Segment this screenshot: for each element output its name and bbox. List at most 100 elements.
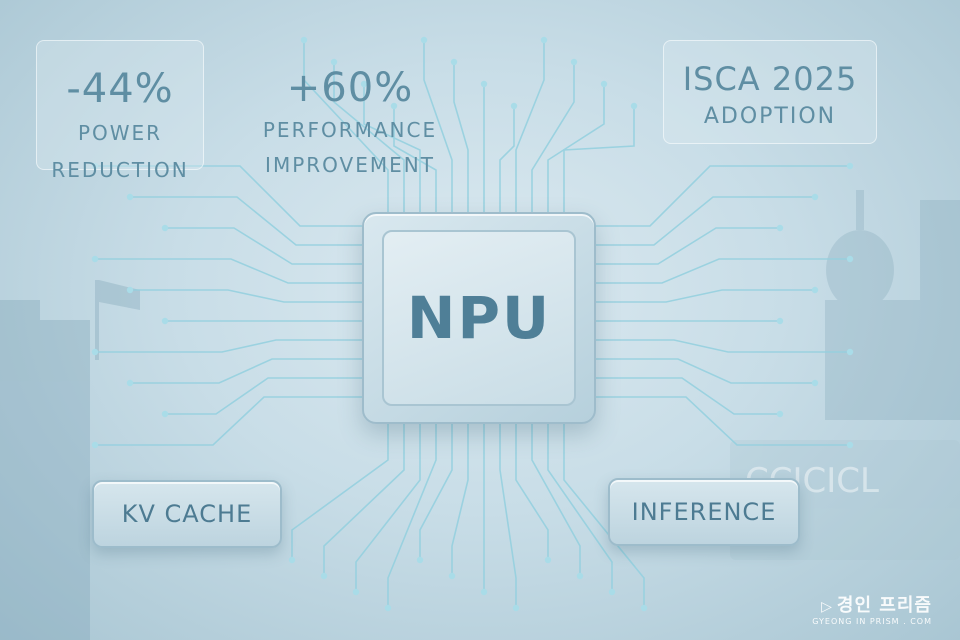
watermark-subtitle: GYEONG IN PRISM . COM: [812, 617, 932, 626]
circuit-node: [846, 162, 854, 170]
circuit-node: [846, 348, 854, 356]
circuit-trace: [547, 420, 613, 592]
circuit-trace: [515, 420, 549, 560]
circuit-node: [320, 572, 328, 580]
circuit-node: [544, 556, 552, 564]
background-buildings-left: [0, 280, 140, 640]
circuit-trace: [323, 420, 405, 576]
circuit-node: [91, 162, 99, 170]
circuit-trace: [515, 40, 545, 212]
circuit-trace: [592, 227, 780, 265]
circuit-traces: [95, 40, 850, 608]
circuit-trace: [95, 396, 362, 446]
npu-chip-die: NPU: [382, 230, 576, 406]
npu-chip-label: NPU: [406, 284, 552, 352]
circuit-node: [576, 572, 584, 580]
circuit-trace: [363, 84, 421, 212]
circuit-node: [450, 58, 458, 66]
circuit-trace: [547, 84, 605, 212]
circuit-trace: [592, 377, 780, 415]
circuit-trace: [592, 196, 815, 246]
circuit-trace: [419, 420, 453, 560]
circuit-trace: [499, 420, 517, 608]
circuit-node: [126, 379, 134, 387]
stat-label-performance-line2: IMPROVEMENT: [265, 153, 435, 177]
circuit-trace: [130, 196, 362, 246]
circuit-node: [288, 556, 296, 564]
circuit-node: [352, 588, 360, 596]
stat-value-power: -44%: [66, 66, 174, 112]
watermark-title-text: 경인 프리즘: [836, 595, 932, 616]
circuit-node: [91, 441, 99, 449]
circuit-node: [776, 317, 784, 325]
circuit-node: [384, 604, 392, 612]
circuit-node: [630, 102, 638, 110]
circuit-trace: [563, 420, 645, 608]
watermark-title: ▷경인 프리즘: [812, 591, 932, 617]
circuit-trace: [95, 339, 362, 353]
stat-label-isca: ADOPTION: [703, 104, 837, 129]
watermark-logo: ▷경인 프리즘 GYEONG IN PRISM . COM: [812, 591, 932, 626]
circuit-node: [360, 80, 368, 88]
circuit-node: [126, 286, 134, 294]
circuit-node: [161, 224, 169, 232]
circuit-trace: [451, 420, 469, 576]
circuit-node: [300, 36, 308, 44]
kv-cache-tag: KV CACHE: [92, 480, 282, 548]
circuit-trace: [333, 62, 405, 212]
stat-value-performance: +60%: [286, 65, 414, 111]
circuit-trace: [563, 106, 635, 212]
circuit-trace: [387, 420, 437, 608]
circuit-node: [776, 224, 784, 232]
circuit-trace: [531, 62, 575, 212]
stat-label-power-line1: POWER: [77, 121, 163, 145]
circuit-node: [811, 379, 819, 387]
circuit-node: [776, 410, 784, 418]
circuit-trace: [165, 377, 362, 415]
circuit-trace: [592, 358, 815, 384]
circuit-node: [608, 588, 616, 596]
stat-label-performance-line1: PERFORMANCE: [262, 118, 438, 142]
npu-chip: NPU: [362, 212, 596, 424]
circuit-node: [126, 193, 134, 201]
circuit-node: [480, 80, 488, 88]
circuit-trace: [592, 339, 850, 353]
circuit-trace: [291, 420, 389, 560]
circuit-trace: [393, 106, 437, 212]
circuit-trace: [355, 420, 421, 592]
circuit-trace: [130, 358, 362, 384]
circuit-node: [161, 317, 169, 325]
circuit-trace: [453, 62, 469, 212]
circuit-node: [161, 410, 169, 418]
circuit-node: [846, 441, 854, 449]
circuit-node: [330, 58, 338, 66]
background-capitol-dome: [730, 190, 960, 560]
circuit-node: [448, 572, 456, 580]
circuit-trace: [303, 40, 389, 212]
circuit-node: [512, 604, 520, 612]
play-arrow-icon: ▷: [821, 599, 833, 615]
circuit-trace: [531, 420, 581, 576]
circuit-node: [540, 36, 548, 44]
circuit-trace: [499, 106, 515, 212]
circuit-nodes: [91, 36, 854, 612]
circuit-trace: [95, 258, 362, 284]
circuit-trace: [592, 396, 850, 446]
circuit-node: [510, 102, 518, 110]
stat-label-power-line2: REDUCTION: [51, 158, 189, 182]
circuit-node: [640, 604, 648, 612]
circuit-node: [416, 556, 424, 564]
circuit-node: [811, 193, 819, 201]
stat-box-isca: ISCA 2025 ADOPTION: [663, 40, 877, 144]
circuit-node: [91, 255, 99, 263]
circuit-node: [390, 102, 398, 110]
inference-tag: INFERENCE: [608, 478, 800, 546]
circuit-trace: [592, 258, 850, 284]
circuit-node: [846, 255, 854, 263]
stat-value-isca: ISCA 2025: [682, 60, 858, 98]
circuit-node: [811, 286, 819, 294]
circuit-trace: [165, 227, 362, 265]
circuit-node: [420, 36, 428, 44]
circuit-trace: [592, 165, 850, 227]
